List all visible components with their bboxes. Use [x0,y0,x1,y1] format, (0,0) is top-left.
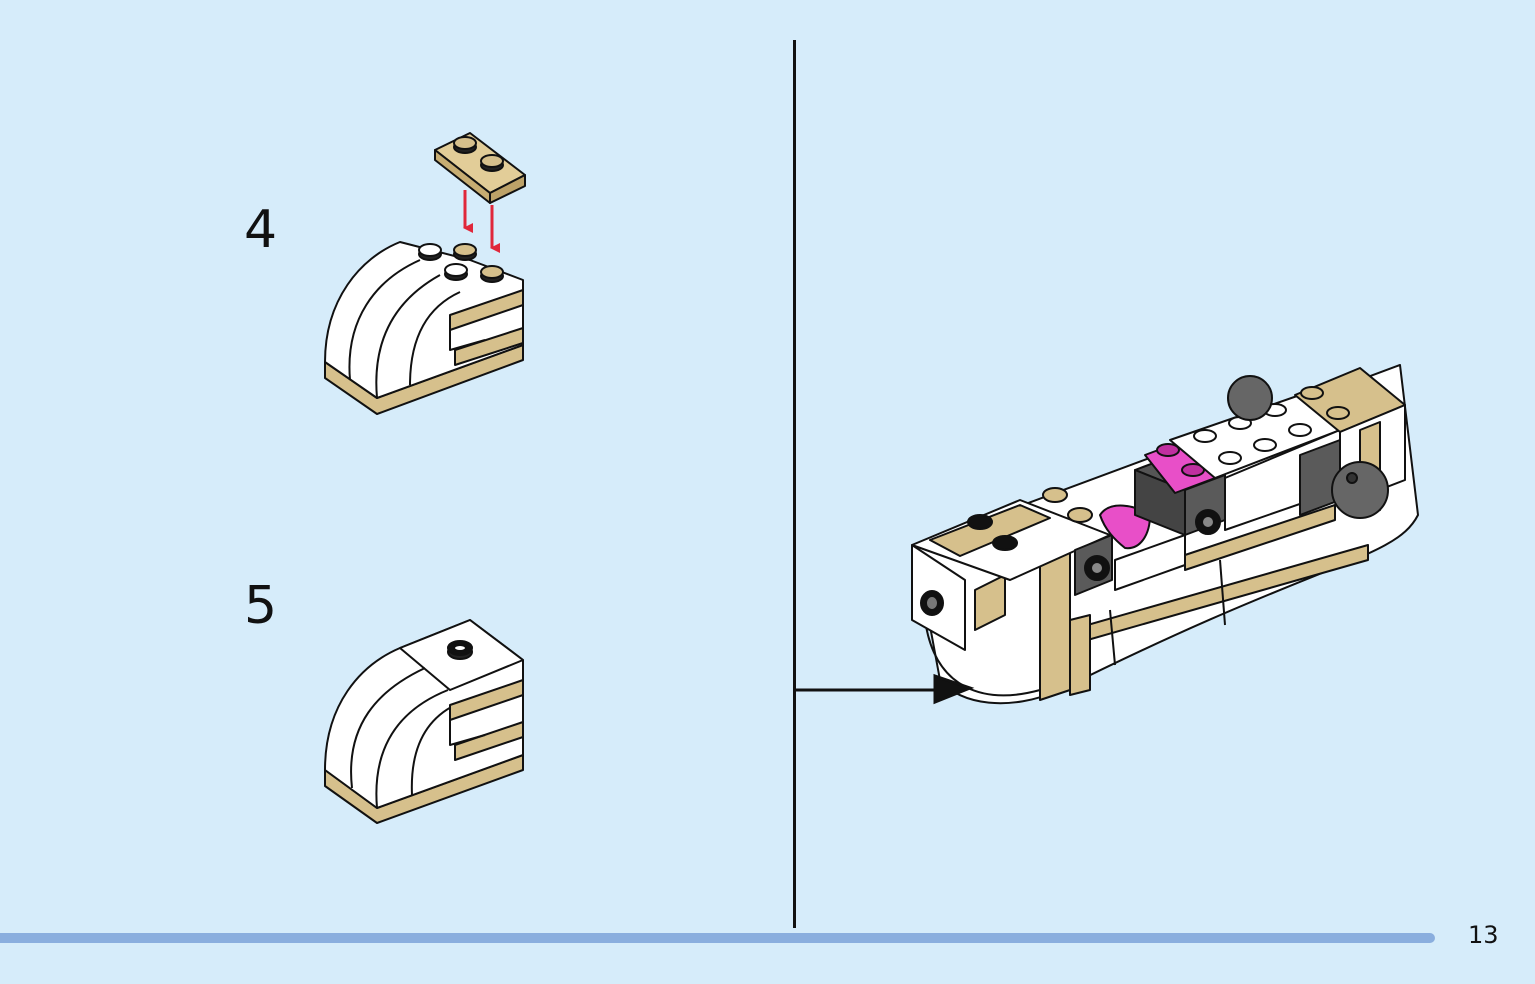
page-number: 13 [1468,921,1499,949]
callout-arrow [795,673,975,705]
step-4-red-arrows [463,190,500,253]
progress-bar [0,933,1435,943]
step-5-number: 5 [244,576,278,636]
sleigh-model-icon [911,364,1419,705]
step-4-number: 4 [244,200,278,260]
step-divider [793,40,796,928]
step-4-tan-plate-icon [434,132,526,204]
step-4-bow-model-icon [324,241,524,415]
step-5-bow-model-icon [324,619,524,824]
